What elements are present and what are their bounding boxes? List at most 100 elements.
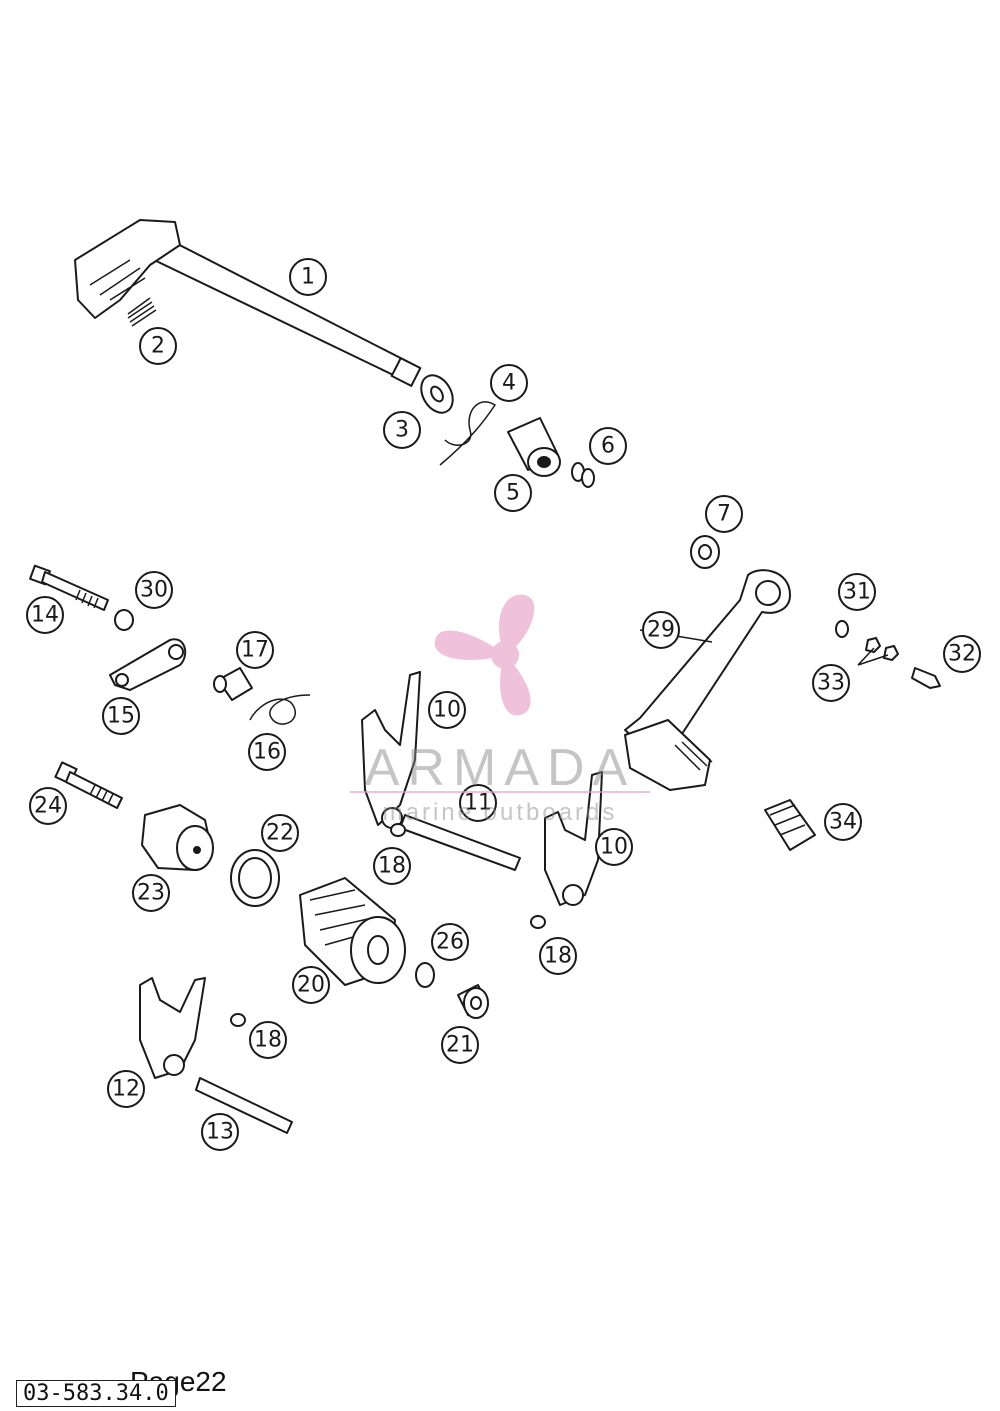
roller-part	[213, 667, 253, 701]
callout-bubble: 16	[248, 733, 286, 771]
callout-number: 33	[817, 671, 845, 696]
callout-bubble: 33	[812, 664, 850, 702]
callout-number: 31	[843, 580, 871, 605]
callout-number: 6	[601, 434, 615, 459]
callout-number: 2	[151, 334, 165, 359]
callout-circle	[494, 474, 532, 512]
rod-part	[195, 1077, 293, 1134]
callout-bubble: 10	[595, 828, 633, 866]
shift-fork-upper-part	[361, 671, 421, 829]
shift-star-part	[141, 804, 214, 871]
bolt-24-part	[54, 761, 123, 809]
callout-bubble: 18	[249, 1021, 287, 1059]
callout-circle	[107, 1070, 145, 1108]
callout-circle	[589, 427, 627, 465]
o-ring-part	[571, 462, 595, 488]
watermark-brand: ARMADA	[365, 739, 635, 797]
callout-circle	[289, 258, 327, 296]
shift-shaft-part	[74, 219, 422, 387]
callout-circle	[943, 635, 981, 673]
callout-circle	[383, 411, 421, 449]
callout-bubble: 34	[824, 803, 862, 841]
callout-circle	[201, 1113, 239, 1151]
callout-number: 18	[378, 854, 406, 879]
fork-roller-part	[530, 915, 546, 929]
shift-lever-part	[624, 569, 791, 791]
callout-circle	[441, 1026, 479, 1064]
washer-30-part	[114, 609, 134, 631]
clip-part	[439, 401, 497, 466]
callout-layer: 1234567101011121314151617181818202122232…	[26, 258, 981, 1151]
callout-circle	[595, 828, 633, 866]
washer-31-part	[835, 620, 849, 638]
shift-drum-part	[299, 877, 406, 986]
callout-number: 15	[107, 704, 135, 729]
callout-bubble: 15	[102, 697, 140, 735]
callout-circle	[431, 923, 469, 961]
callout-number: 20	[297, 973, 325, 998]
callout-number: 1	[301, 265, 315, 290]
callout-circle	[642, 611, 680, 649]
callout-circle	[135, 571, 173, 609]
callout-number: 14	[31, 603, 59, 628]
callout-bubble: 1	[289, 258, 327, 296]
callout-number: 5	[506, 481, 520, 506]
shift-fork-lower-part	[544, 771, 603, 906]
callout-number: 24	[34, 794, 62, 819]
callout-number: 21	[446, 1033, 474, 1058]
callout-bubble: 24	[29, 787, 67, 825]
washer-hole	[430, 385, 444, 403]
callout-bubble: 14	[26, 596, 64, 634]
fork-roller-part	[390, 823, 406, 837]
callout-bubble: 26	[431, 923, 469, 961]
callout-number: 12	[112, 1077, 140, 1102]
callout-number: 22	[266, 821, 294, 846]
callout-number: 11	[464, 791, 492, 816]
callout-circle	[236, 631, 274, 669]
callout-number: 34	[829, 810, 857, 835]
callout-number: 17	[241, 638, 269, 663]
callout-bubble: 2	[139, 327, 177, 365]
callout-bubble: 7	[705, 495, 743, 533]
callout-circle	[539, 937, 577, 975]
callout-bubble: 18	[539, 937, 577, 975]
callout-bubble: 31	[838, 573, 876, 611]
callout-bubble: 23	[132, 874, 170, 912]
callout-bubble: 22	[261, 814, 299, 852]
bolt-32-part	[911, 667, 941, 689]
callout-circle	[248, 733, 286, 771]
shift-fork-bottom-part	[139, 977, 206, 1079]
callout-circle	[261, 814, 299, 852]
callout-circle	[705, 495, 743, 533]
spring-part	[127, 297, 157, 327]
callout-number: 18	[544, 944, 572, 969]
callout-number: 3	[395, 418, 409, 443]
detent-lever-part	[109, 638, 187, 691]
callout-bubble: 6	[589, 427, 627, 465]
callout-number: 16	[253, 740, 281, 765]
lever-bushing-part	[690, 535, 720, 569]
callout-bubble: 13	[201, 1113, 239, 1151]
bushing-part	[507, 417, 561, 477]
callout-bubble: 4	[490, 364, 528, 402]
callout-circle	[26, 596, 64, 634]
callout-circle	[373, 847, 411, 885]
propeller-logo-icon	[434, 594, 535, 716]
callout-number: 26	[436, 930, 464, 955]
fork-roller-part	[230, 1013, 246, 1027]
callout-circle	[824, 803, 862, 841]
callout-circle	[102, 697, 140, 735]
callout-circle	[812, 664, 850, 702]
callout-circle	[249, 1021, 287, 1059]
watermark-tagline: marine outboards	[383, 799, 618, 826]
callout-circle	[139, 327, 177, 365]
callout-bubble: 21	[441, 1026, 479, 1064]
callout-bubble: 18	[373, 847, 411, 885]
callout-number: 30	[140, 578, 168, 603]
callout-bubble: 12	[107, 1070, 145, 1108]
armada-watermark: ARMADA marine outboards	[350, 594, 650, 826]
callout-bubble: 29	[642, 611, 680, 649]
seal-ring-part	[230, 849, 280, 907]
torsion-spring-part	[249, 694, 311, 725]
